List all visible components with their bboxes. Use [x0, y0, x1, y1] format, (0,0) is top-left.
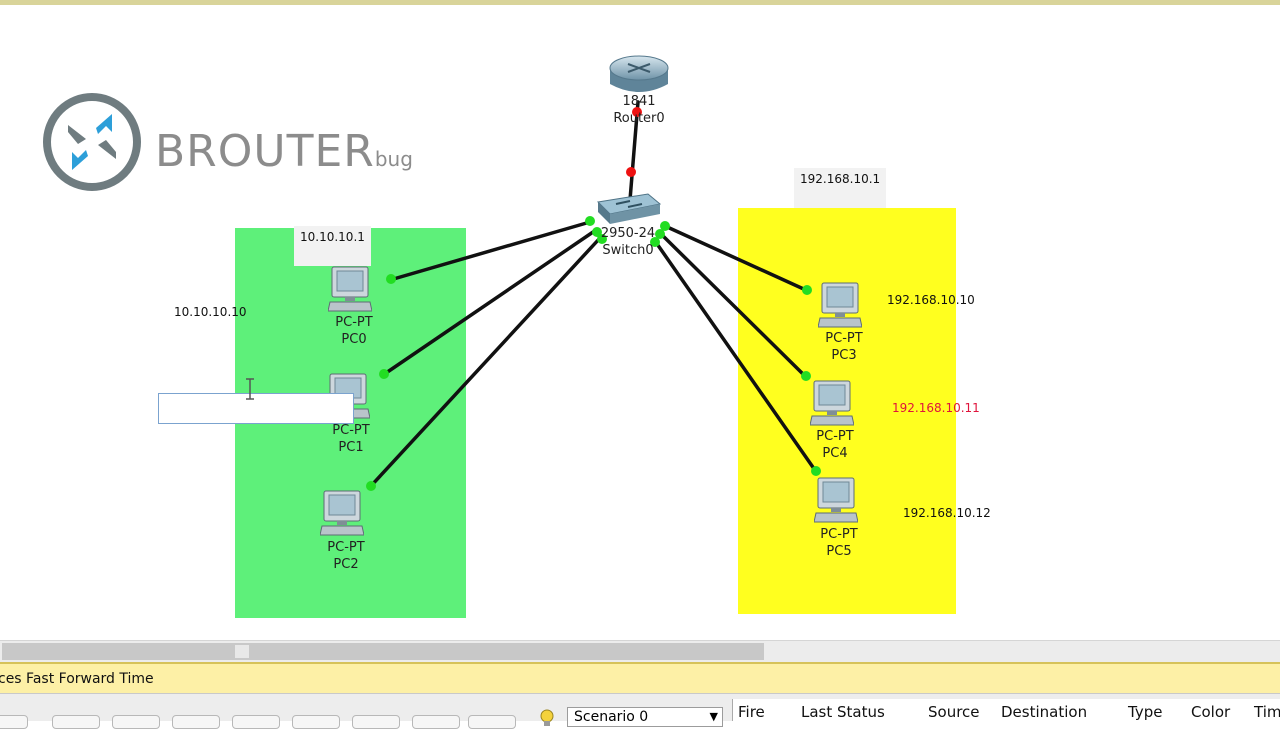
device-type-button[interactable]	[52, 715, 100, 729]
time-control-bar: ces Fast Forward Time	[0, 662, 1280, 695]
device-type-button[interactable]	[112, 715, 160, 729]
note-pc3-ip[interactable]: 192.168.10.10	[887, 293, 975, 307]
brand-sub: bug	[374, 147, 413, 171]
pc0-computer-icon[interactable]	[328, 266, 372, 312]
pc3-computer-icon[interactable]	[818, 282, 862, 328]
horizontal-scrollbar[interactable]	[0, 640, 1280, 662]
brouterbug-logo-icon	[43, 93, 141, 191]
fast-forward-time-label[interactable]: ces Fast Forward Time	[0, 671, 154, 687]
scrollbar-thumb[interactable]	[235, 645, 249, 658]
note-pc4-ip[interactable]: 192.168.10.11	[892, 401, 980, 415]
scenario-value: Scenario 0	[574, 709, 649, 725]
pc5-computer-icon[interactable]	[814, 477, 858, 523]
pc4-name: PC4	[822, 446, 848, 461]
pc0-name: PC0	[341, 332, 367, 347]
note-pc5-ip[interactable]: 192.168.10.12	[903, 506, 991, 520]
router-icon[interactable]	[608, 54, 670, 100]
brand-main: BROUTER	[155, 126, 375, 177]
column-fire[interactable]: Fire	[738, 703, 765, 721]
scenario-select[interactable]: Scenario 0 ▼	[567, 707, 723, 727]
pc4-computer-icon[interactable]	[810, 380, 854, 426]
column-type[interactable]: Type	[1128, 703, 1163, 721]
scrollbar-track[interactable]	[2, 643, 764, 660]
pc1-label: PC-PT PC1	[311, 422, 391, 456]
note-edit-input[interactable]	[158, 393, 354, 424]
device-type-button[interactable]	[0, 715, 28, 729]
pdu-events-header: Fire Last Status Source Destination Type…	[732, 699, 1280, 721]
pc2-name: PC2	[333, 557, 359, 572]
column-destination[interactable]: Destination	[1001, 703, 1088, 721]
bottom-panel: Scenario 0 ▼ Fire Last Status Source Des…	[0, 693, 1280, 729]
device-type-button[interactable]	[172, 715, 220, 729]
link-router-switch	[628, 100, 640, 202]
switch-label: 2950-24 Switch0	[588, 225, 668, 259]
column-color[interactable]: Color	[1191, 703, 1231, 721]
pc3-label: PC-PT PC3	[804, 330, 884, 364]
text-cursor-icon	[246, 378, 254, 400]
device-type-button[interactable]	[412, 715, 460, 729]
pc0-model: PC-PT	[335, 315, 373, 330]
pc5-model: PC-PT	[820, 527, 858, 542]
bulb-icon[interactable]	[538, 709, 556, 727]
pc4-model: PC-PT	[816, 429, 854, 444]
pc4-label: PC-PT PC4	[795, 428, 875, 462]
pc3-name: PC3	[831, 348, 857, 363]
pc5-label: PC-PT PC5	[799, 526, 879, 560]
port-led-switch-uplink	[626, 167, 636, 177]
column-source[interactable]: Source	[928, 703, 980, 721]
note-yellow-gateway[interactable]: 192.168.10.1	[794, 168, 887, 208]
device-type-button[interactable]	[468, 715, 516, 729]
window-top-border	[0, 0, 1280, 5]
brand-wordmark: BROUTERbug	[155, 126, 413, 185]
link-switch-pc5	[653, 239, 819, 475]
pc1-name: PC1	[338, 440, 364, 455]
pc2-label: PC-PT PC2	[306, 539, 386, 573]
pc2-model: PC-PT	[327, 540, 365, 555]
link-switch-pc4	[658, 231, 808, 379]
note-green-gateway[interactable]: 10.10.10.1	[294, 226, 371, 266]
pc5-name: PC5	[826, 544, 852, 559]
switch-model: 2950-24	[600, 226, 656, 241]
chevron-down-icon[interactable]: ▼	[709, 710, 718, 723]
note-pc0-ip[interactable]: 10.10.10.10	[174, 305, 247, 319]
device-type-button[interactable]	[352, 715, 400, 729]
column-last-status[interactable]: Last Status	[801, 703, 885, 721]
link-switch-pc1	[381, 228, 598, 377]
pc2-computer-icon[interactable]	[320, 490, 364, 536]
pc1-model: PC-PT	[332, 423, 370, 438]
link-switch-pc0	[388, 220, 592, 282]
router-name: Router0	[613, 111, 665, 126]
pc3-model: PC-PT	[825, 331, 863, 346]
router-label: 1841 Router0	[599, 93, 679, 127]
switch-name: Switch0	[602, 243, 654, 258]
pc0-label: PC-PT PC0	[314, 314, 394, 348]
logical-workspace[interactable]	[0, 5, 1280, 640]
device-type-button[interactable]	[232, 715, 280, 729]
router-model: 1841	[622, 94, 656, 109]
link-switch-pc2	[368, 236, 602, 489]
device-type-button[interactable]	[292, 715, 340, 729]
port-led-router	[632, 107, 642, 117]
column-time[interactable]: Tim	[1254, 703, 1280, 721]
switch-icon[interactable]	[592, 192, 662, 228]
link-switch-pc3	[663, 224, 810, 293]
